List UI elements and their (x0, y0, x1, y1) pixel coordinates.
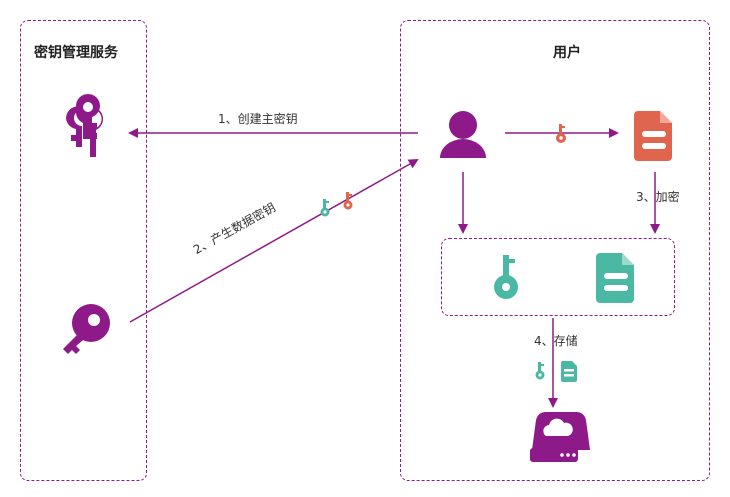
kms-panel-title: 密钥管理服务 (34, 45, 118, 61)
encrypted-key-icon (494, 255, 518, 299)
step4-document-icon (561, 361, 577, 382)
key-icon (63, 304, 110, 354)
user-icon (440, 111, 486, 158)
step1-label: 1、创建主密钥 (218, 112, 298, 126)
arrow-generate-data-key (129, 159, 419, 323)
master-keys-icon (66, 94, 104, 157)
document-icon (634, 111, 672, 161)
step4-key-icon (535, 362, 545, 380)
kms-panel (20, 20, 147, 481)
user-panel-title: 用户 (553, 45, 581, 61)
user-panel (400, 20, 710, 481)
small-key-icon (556, 124, 566, 143)
cloud-storage-drive-icon (530, 412, 590, 462)
step3-label: 3、加密 (636, 190, 680, 204)
encrypted-data-group (441, 238, 675, 316)
encrypted-document-icon (596, 253, 634, 303)
data-key-red-icon (343, 192, 353, 210)
step4-label: 4、存储 (534, 334, 578, 348)
data-key-teal-icon (320, 199, 330, 217)
